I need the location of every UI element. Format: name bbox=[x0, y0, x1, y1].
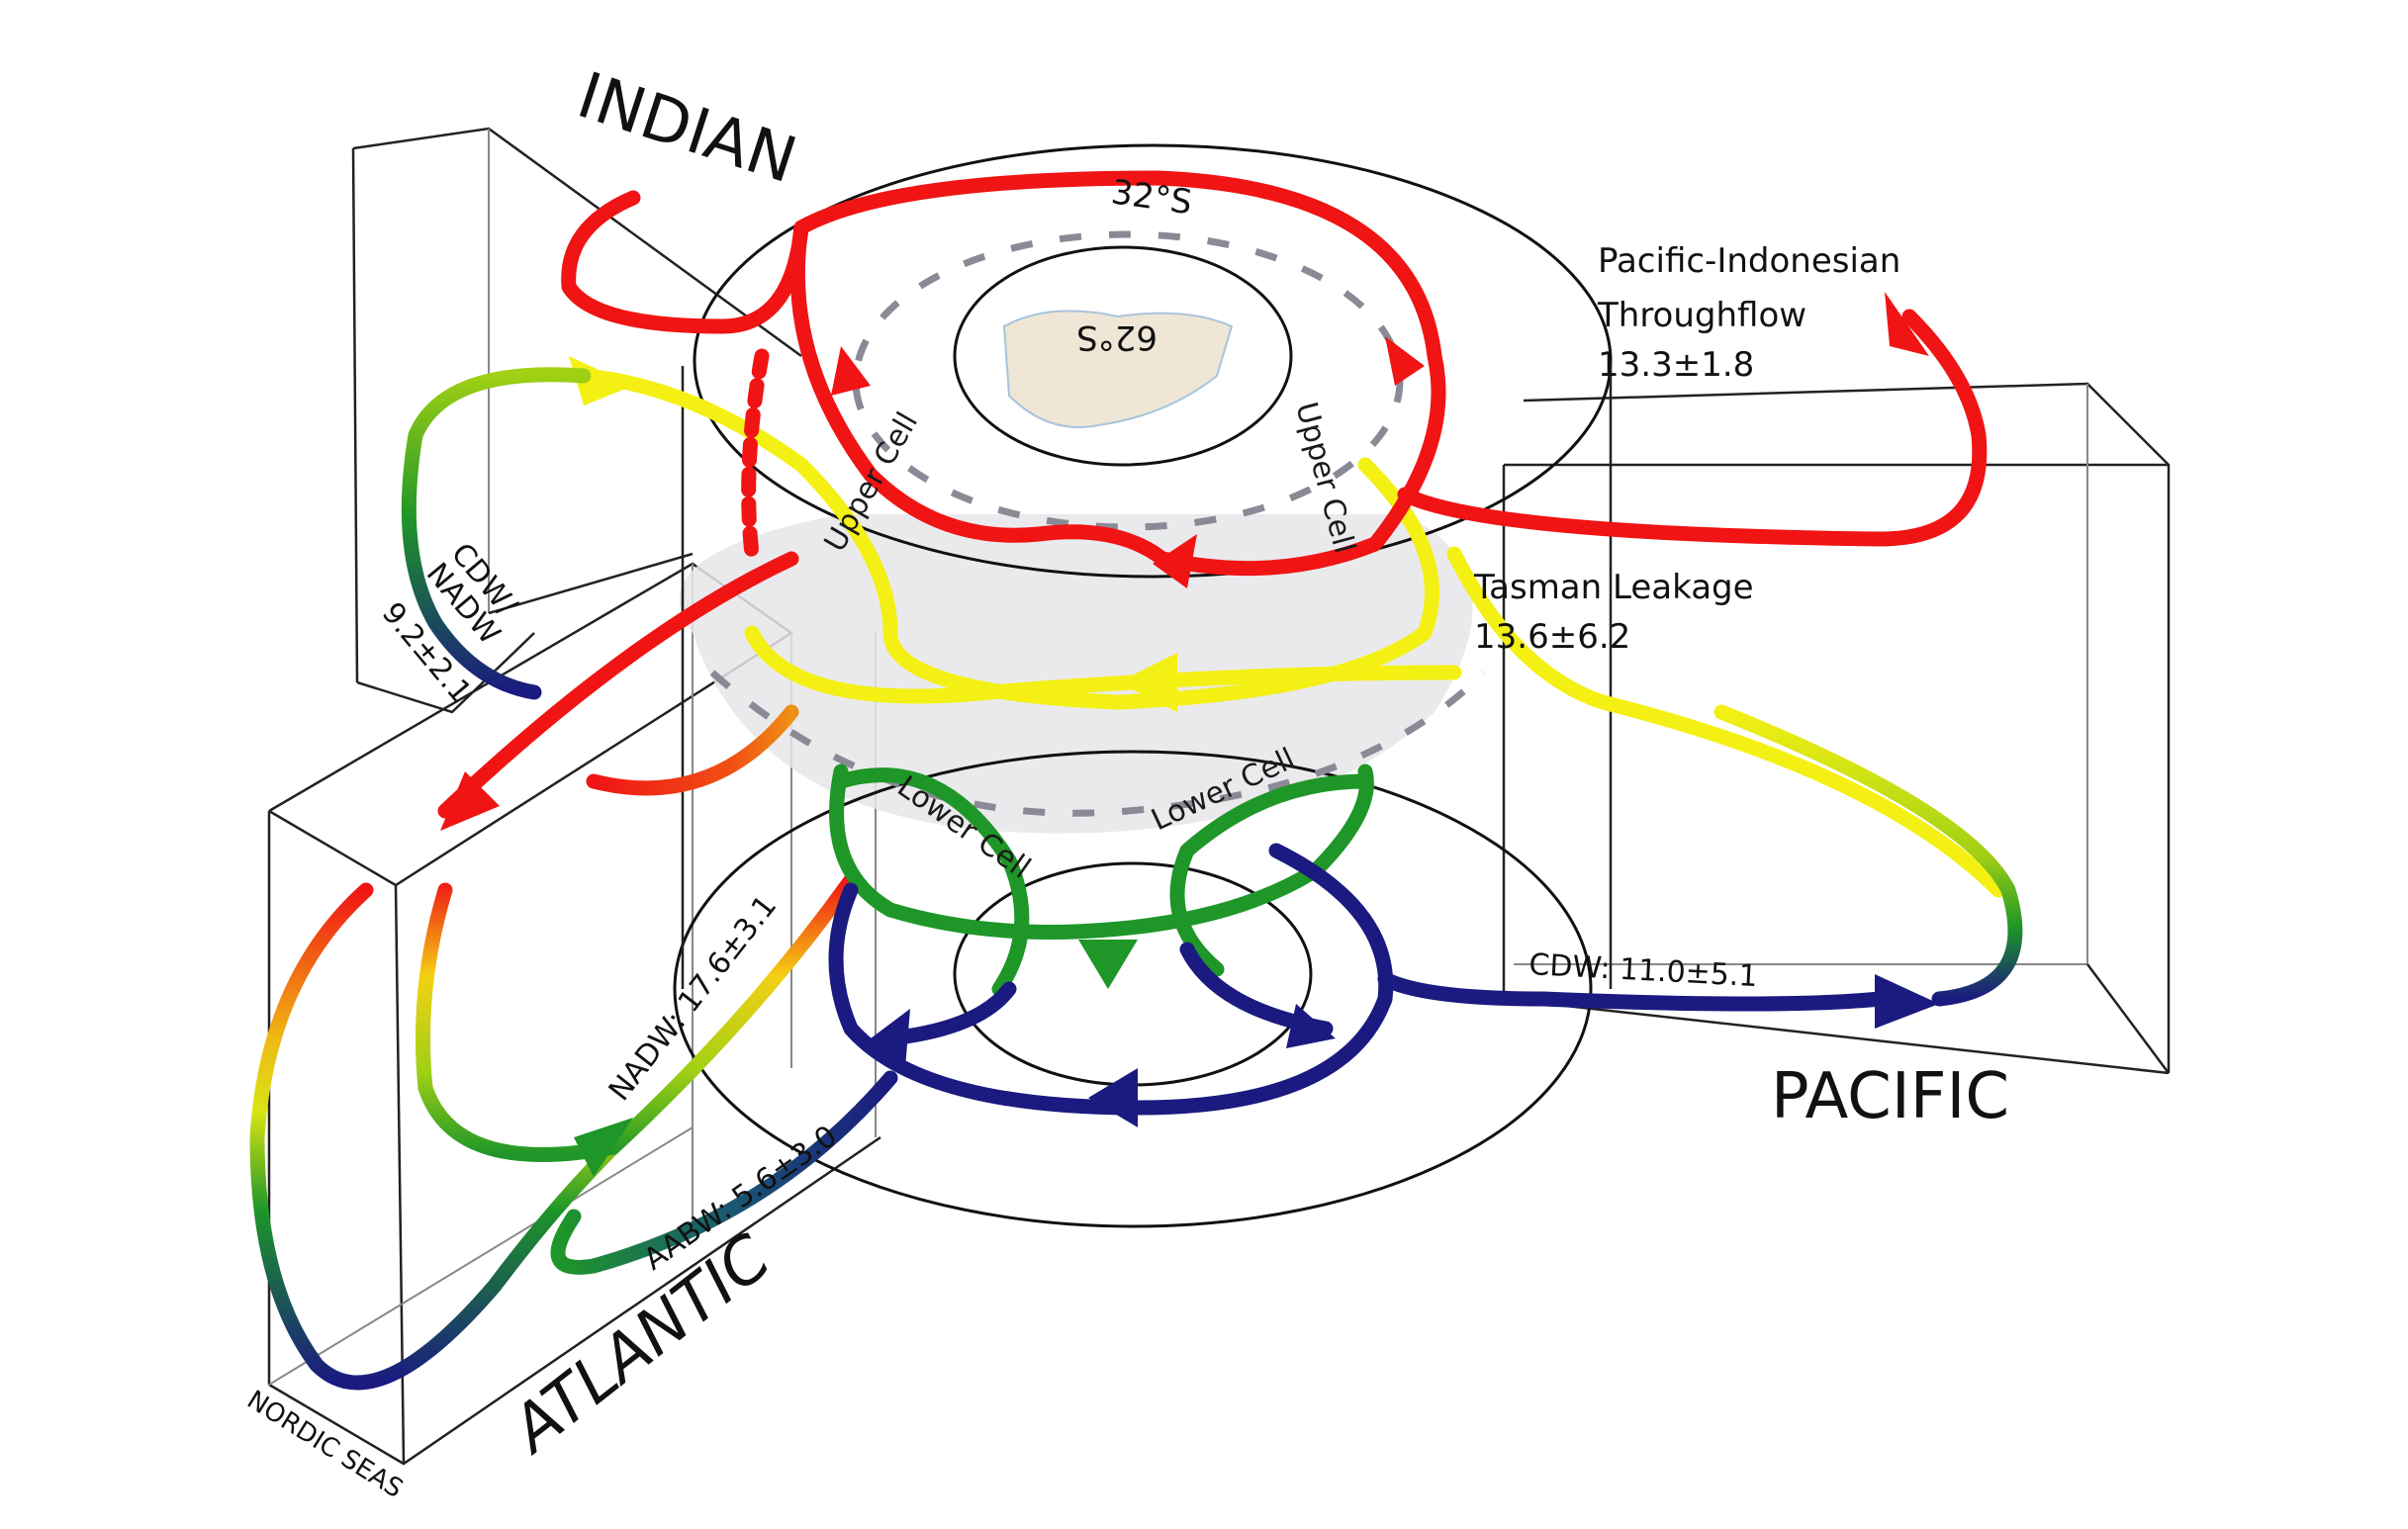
tasman-label: Tasman Leakage 13.6±6.2 bbox=[1473, 568, 1754, 657]
red-arrowhead-atlantic bbox=[440, 771, 500, 831]
itf-label: Pacific-Indonesian Throughflow 13.3±1.8 bbox=[1597, 241, 1900, 385]
itf-name-line2: Throughflow bbox=[1597, 296, 1806, 335]
pacific-basin-box bbox=[1502, 382, 2171, 1075]
tasman-name: Tasman Leakage bbox=[1473, 568, 1754, 607]
red-arrowhead-itf bbox=[1885, 292, 1929, 356]
yellow-arrowhead-center bbox=[1118, 653, 1177, 712]
label-pacific: PACIFIC bbox=[1771, 1060, 2009, 1133]
red-arrowhead-right bbox=[1385, 336, 1425, 386]
red-flows bbox=[437, 170, 1988, 831]
indian-basin-box bbox=[351, 127, 802, 714]
label-indian: INDIAN bbox=[569, 59, 804, 198]
label-nordic-seas: NORDIC SEAS bbox=[241, 1385, 408, 1503]
cdw-pacific-label: CDW: 11.0±5.1 bbox=[1528, 947, 1759, 994]
green-arrowhead-center bbox=[1078, 940, 1138, 989]
pacific-return-flow bbox=[1713, 704, 2023, 1007]
atlantic-flows bbox=[249, 872, 898, 1391]
yellow-flows bbox=[569, 356, 2006, 898]
yellow-arrowhead-indian bbox=[569, 356, 633, 405]
red-arrowhead-upper bbox=[1153, 534, 1197, 588]
navy-arrowhead-right bbox=[1286, 1004, 1336, 1048]
red-arrowhead-left bbox=[831, 346, 871, 396]
itf-value: 13.3±1.8 bbox=[1598, 345, 1754, 385]
green-flows bbox=[829, 764, 1374, 997]
antarctic-front-dash-bottom bbox=[709, 670, 1487, 817]
antarctica-shape bbox=[1002, 310, 1234, 428]
green-arrowhead-nadw bbox=[574, 1118, 633, 1177]
indian-cdw-nadw-flow bbox=[401, 367, 592, 700]
navy-flows bbox=[828, 843, 1939, 1127]
label-62s: 62°S bbox=[1076, 317, 1158, 357]
navy-arrowhead-cdw bbox=[1875, 974, 1939, 1029]
ring-62s-top bbox=[953, 245, 1293, 467]
itf-name-line1: Pacific-Indonesian bbox=[1598, 241, 1900, 281]
ring-32s-bottom bbox=[673, 750, 1593, 1228]
navy-arrowhead-bottom bbox=[1088, 1068, 1138, 1127]
navy-arrowhead-left bbox=[871, 1009, 910, 1068]
tasman-value: 13.6±6.2 bbox=[1474, 617, 1630, 657]
